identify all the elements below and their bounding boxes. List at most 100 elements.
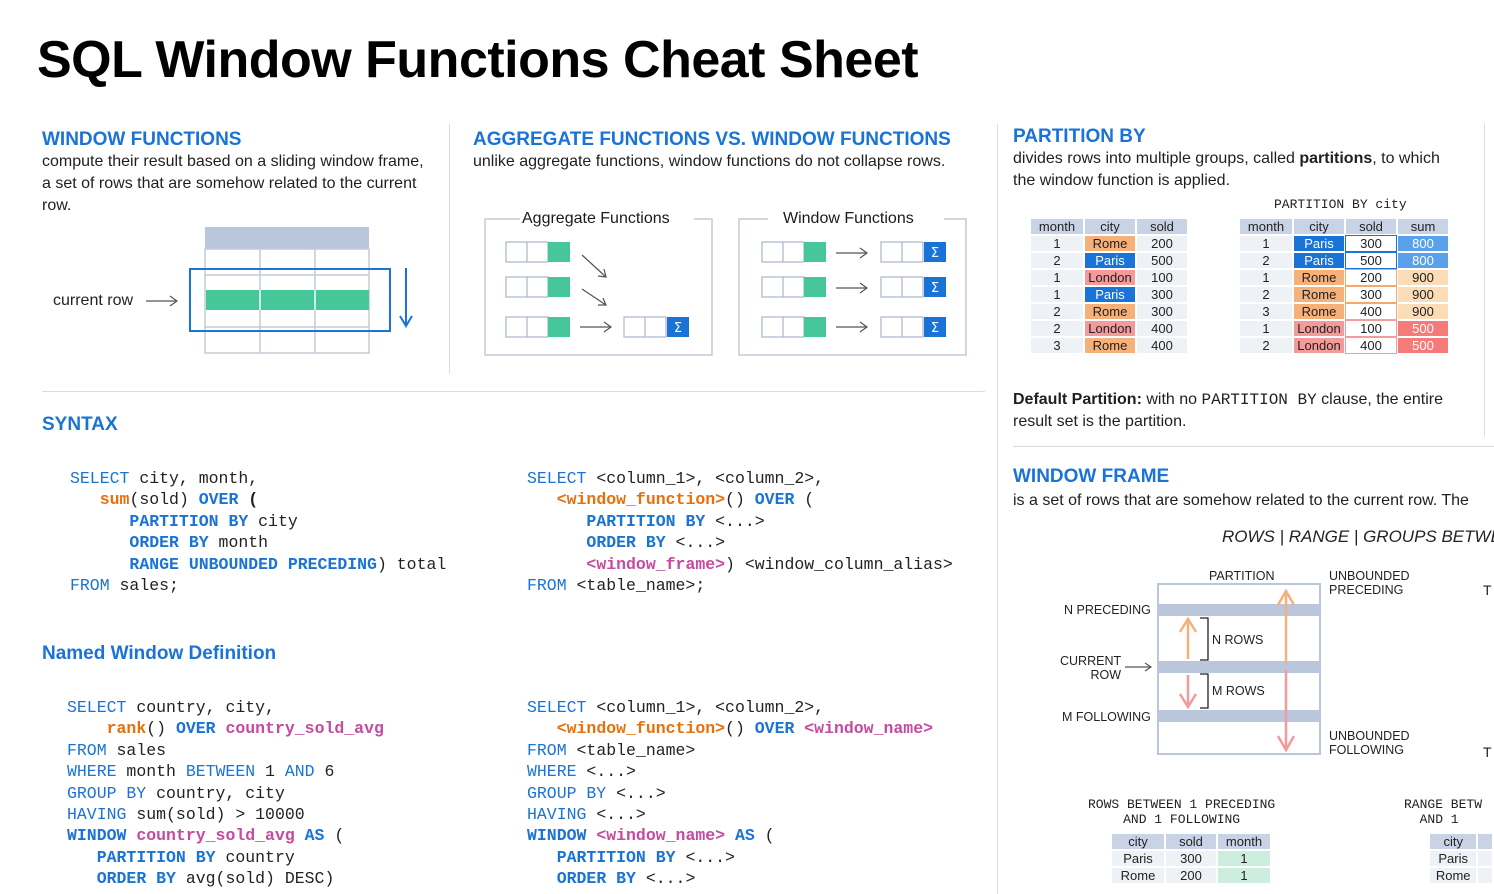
table-cell: 900 — [1398, 304, 1448, 319]
svg-text:Σ: Σ — [931, 321, 939, 336]
table-cell: Rome — [1085, 236, 1135, 251]
svg-text:Σ: Σ — [931, 246, 939, 261]
syntax-heading: SYNTAX — [42, 414, 118, 435]
column-header: city — [1430, 834, 1477, 849]
sliding-window-diagram — [146, 227, 413, 354]
table-cell: 3 — [1240, 304, 1292, 319]
column-header: month — [1031, 219, 1083, 234]
partition-by-city-caption: PARTITION BY city — [1274, 197, 1407, 212]
m-following-label: M FOLLOWING — [1062, 710, 1151, 724]
table-cell: 400 — [1137, 321, 1187, 336]
table-cell: 2 — [1031, 304, 1083, 319]
column-header: city — [1085, 219, 1135, 234]
table-row: Rome — [1430, 868, 1492, 883]
named-window-example-1: SELECT country, city, rank() OVER countr… — [67, 698, 384, 889]
window-functions-description: compute their result based on a sliding … — [42, 153, 424, 214]
m-rows-label: M ROWS — [1212, 684, 1265, 698]
table-cell: 500 — [1137, 253, 1187, 268]
table-cell: 100 — [1345, 320, 1397, 337]
table-cell: 400 — [1137, 338, 1187, 353]
table-row: Paris 300 1 — [1112, 851, 1270, 866]
aggregate-functions-label: Aggregate Functions — [520, 210, 672, 228]
table-cell: 800 — [1398, 253, 1448, 268]
table-cell: London — [1085, 270, 1135, 285]
table-cell: 500 — [1398, 321, 1448, 336]
table-cell: Paris — [1085, 253, 1135, 268]
rows-between-caption: ROWS BETWEEN 1 PRECEDING AND 1 FOLLOWING — [1088, 797, 1276, 827]
cut-off-text: T — [1483, 582, 1492, 598]
table-cell: Rome — [1085, 338, 1135, 353]
table-cell: 800 — [1398, 236, 1448, 251]
partition-by-heading: PARTITION BY — [1013, 126, 1146, 147]
window-functions-label: Window Functions — [781, 210, 916, 228]
syntax-example-1: SELECT city, month, sum(sold) OVER ( PAR… — [70, 469, 447, 596]
table-cell: London — [1294, 338, 1344, 353]
table-cell: London — [1085, 321, 1135, 336]
unbounded-preceding-label: UNBOUNDED PRECEDING — [1329, 569, 1410, 597]
cut-off-text: T — [1483, 744, 1492, 760]
table-cell: 400 — [1345, 303, 1397, 320]
range-between-caption: RANGE BETW AND 1 — [1404, 797, 1483, 827]
table-cell: Paris — [1085, 287, 1135, 302]
table-cell: 500 — [1345, 252, 1397, 269]
named-window-example-2: SELECT <column_1>, <column_2>, <window_f… — [527, 698, 933, 889]
table-cell: 3 — [1031, 338, 1083, 353]
table-cell: 1 — [1031, 236, 1083, 251]
table-cell: 300 — [1137, 287, 1187, 302]
column-header: month — [1240, 219, 1292, 234]
aggregate-vs-window-description: unlike aggregate functions, window funct… — [473, 153, 946, 170]
page-title: SQL Window Functions Cheat Sheet — [37, 31, 919, 89]
table-cell: 400 — [1345, 337, 1397, 354]
unbounded-following-label: UNBOUNDED FOLLOWING — [1329, 729, 1410, 757]
table-cell: 1 — [1240, 321, 1292, 336]
window-functions-heading: WINDOW FUNCTIONS — [42, 129, 242, 150]
partition-by-description: divides rows into multiple groups, calle… — [1013, 150, 1440, 189]
table-cell: 900 — [1398, 287, 1448, 302]
column-header: sold — [1166, 834, 1216, 849]
table-cell: 200 — [1137, 236, 1187, 251]
aggregate-vs-window-diagram: Σ Σ Σ Σ — [484, 218, 967, 356]
column-header: city — [1294, 219, 1344, 234]
current-row-label: current row — [53, 292, 134, 309]
table-cell: 2 — [1031, 253, 1083, 268]
window-frame-heading: WINDOW FRAME — [1013, 466, 1170, 487]
table-cell: 300 — [1345, 235, 1397, 252]
n-rows-label: N ROWS — [1212, 633, 1264, 647]
window-frame-description: is a set of rows that are somehow relate… — [1013, 492, 1469, 509]
svg-text:Σ: Σ — [931, 281, 939, 296]
table-cell: 1 — [1240, 270, 1292, 285]
table-cell: 500 — [1398, 338, 1448, 353]
table-cell: 2 — [1240, 253, 1292, 268]
column-header: sum — [1398, 219, 1448, 234]
table-cell: 2 — [1031, 321, 1083, 336]
table-cell: 300 — [1137, 304, 1187, 319]
sigma-agg: Σ — [674, 321, 682, 336]
table-cell: 900 — [1398, 270, 1448, 285]
table-cell: 100 — [1137, 270, 1187, 285]
syntax-example-2: SELECT <column_1>, <column_2>, <window_f… — [527, 469, 953, 596]
table-row: Rome 200 1 — [1112, 868, 1270, 883]
table-cell: Paris — [1294, 253, 1344, 268]
table-cell: Rome — [1294, 287, 1344, 302]
table-row: Paris — [1430, 851, 1492, 866]
table-cell: 300 — [1345, 286, 1397, 303]
named-window-heading: Named Window Definition — [42, 643, 277, 664]
column-header: sold — [1137, 219, 1187, 234]
table-cell: 1 — [1031, 270, 1083, 285]
frame-modes: ROWS | RANGE | GROUPS BETWEEN — [1222, 527, 1494, 546]
aggregate-vs-window-heading: AGGREGATE FUNCTIONS VS. WINDOW FUNCTIONS — [473, 129, 951, 150]
range-frame-example-table: city Paris Rome — [1428, 832, 1494, 885]
